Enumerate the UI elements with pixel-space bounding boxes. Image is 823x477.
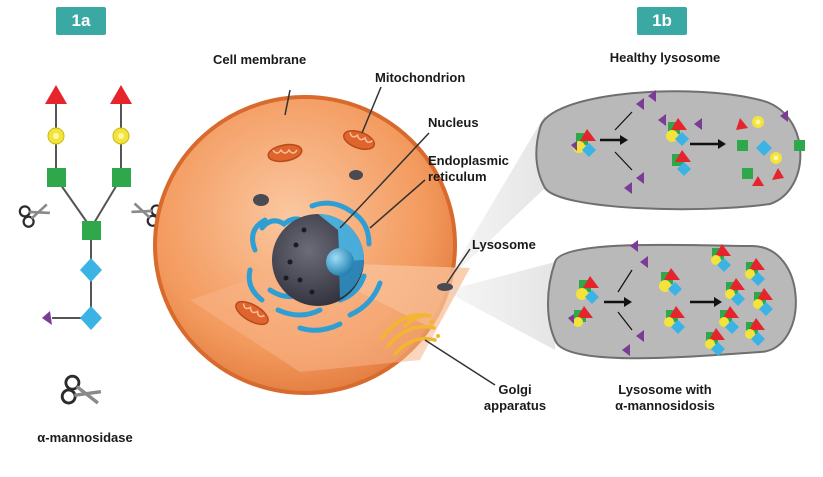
scissors-legend-icon <box>59 373 105 413</box>
panel-a-badge: 1a <box>56 7 106 35</box>
green-square-sugar <box>47 168 66 187</box>
red-triangle-sugar <box>110 85 132 104</box>
lysosome-vesicle <box>437 283 453 291</box>
healthy-lysosome-shape <box>535 90 802 211</box>
alpha-mannosidase-label: α-mannosidase <box>37 430 133 445</box>
scissors-icon <box>17 197 54 230</box>
er-label-line2: reticulum <box>428 169 487 184</box>
disease-lysosome-title-line2: α-mannosidosis <box>615 398 715 413</box>
leader-lines <box>284 86 496 386</box>
green-square-sugar <box>82 221 101 240</box>
mitochondrion-label: Mitochondrion <box>375 70 466 85</box>
golgi-label-line2: apparatus <box>483 398 547 413</box>
red-triangle-sugar <box>45 85 67 104</box>
blue-diamond-sugar <box>80 306 102 330</box>
disease-lysosome-contents <box>568 240 773 356</box>
healthy-lysosome-title: Healthy lysosome <box>609 50 721 65</box>
cell-illustration <box>153 95 470 395</box>
zoom-beam-bottom <box>445 262 555 350</box>
purple-sugar <box>42 311 52 325</box>
nucleolus-shape <box>326 248 354 276</box>
golgi-label-line1: Golgi <box>498 382 532 397</box>
golgi-shape <box>380 313 437 356</box>
glycan-chain <box>42 85 132 330</box>
lysosome-label: Lysosome <box>472 237 536 252</box>
er-label-line1: Endoplasmic <box>428 153 509 168</box>
panel-b-badge: 1b <box>637 7 687 35</box>
nucleus-label: Nucleus <box>428 115 479 130</box>
blue-diamond-sugar <box>80 258 102 282</box>
healthy-lysosome-contents <box>571 90 805 194</box>
green-square-sugar <box>112 168 131 187</box>
disease-lysosome-title-line1: Lysosome with <box>618 382 712 397</box>
mitochondria <box>235 129 376 326</box>
cell-membrane-label: Cell membrane <box>213 52 307 67</box>
zoom-beam-top <box>445 115 545 283</box>
